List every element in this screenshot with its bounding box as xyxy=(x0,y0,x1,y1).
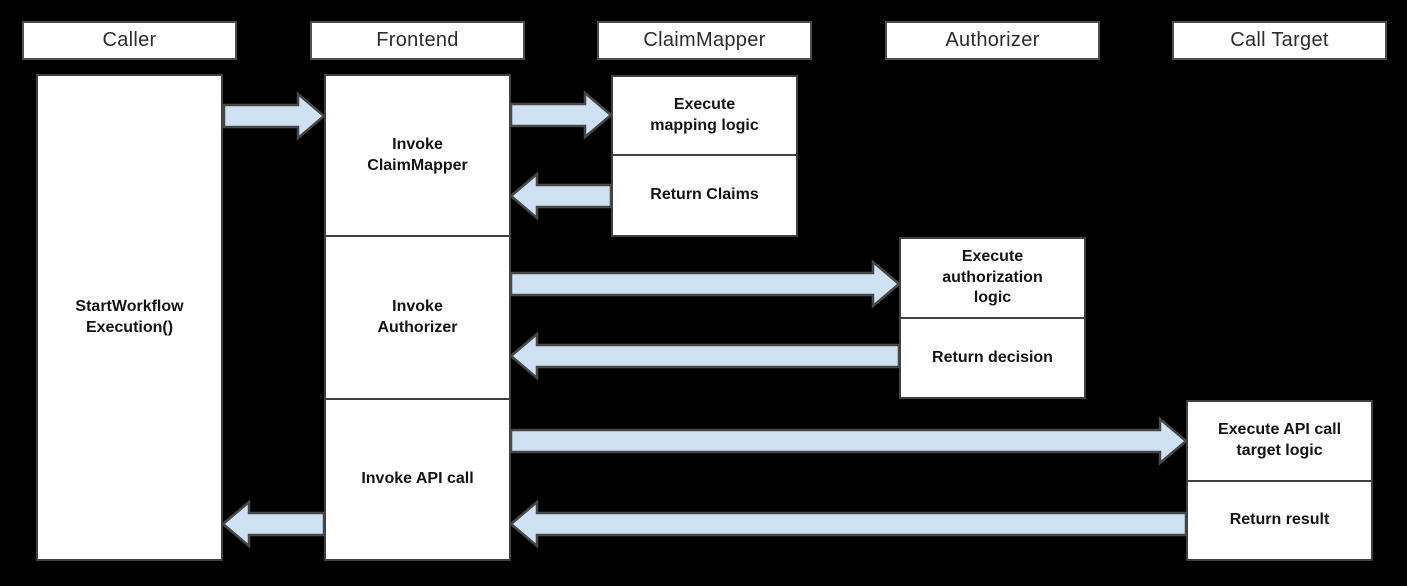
lane-header-frontend-label: Frontend xyxy=(376,29,459,51)
lane-header-claimmapper: ClaimMapper xyxy=(597,21,812,60)
arrow-call-target-to-frontend xyxy=(509,499,1188,549)
lane-header-call-target: Call Target xyxy=(1172,21,1387,60)
activity-execute-authorization-logic: Execute authorization logic xyxy=(899,237,1086,319)
lane-header-caller: Caller xyxy=(22,21,237,60)
lane-header-frontend: Frontend xyxy=(310,21,525,60)
activity-return-result-label: Return result xyxy=(1229,511,1330,529)
activity-return-decision-label: Return decision xyxy=(932,348,1053,366)
activity-return-result: Return result xyxy=(1186,480,1373,561)
activity-invoke-claimmapper: Invoke ClaimMapper xyxy=(324,74,511,237)
activity-return-decision: Return decision xyxy=(899,317,1086,399)
activity-execute-mapping-logic-label: Execute mapping logic xyxy=(650,95,759,134)
activity-startworkflow-execution: StartWorkflow Execution() xyxy=(36,74,223,561)
arrow-frontend-to-caller xyxy=(221,499,326,549)
activity-execute-authorization-logic-label: Execute authorization logic xyxy=(942,247,1043,307)
activity-return-claims: Return Claims xyxy=(611,154,798,237)
activity-execute-api-call-target-logic-label: Execute API call target logic xyxy=(1217,421,1342,459)
arrow-frontend-to-call-target xyxy=(509,416,1188,466)
activity-invoke-api-call-label: Invoke API call xyxy=(361,470,474,488)
activity-invoke-api-call: Invoke API call xyxy=(324,398,511,561)
arrow-claimmapper-to-frontend xyxy=(509,171,613,221)
arrow-authorizer-to-frontend xyxy=(509,331,901,381)
arrow-frontend-to-authorizer xyxy=(509,259,901,309)
lane-header-call-target-label: Call Target xyxy=(1230,29,1329,51)
activity-execute-mapping-logic: Execute mapping logic xyxy=(611,75,798,156)
activity-invoke-authorizer: Invoke Authorizer xyxy=(324,235,511,400)
activity-execute-api-call-target-logic: Execute API call target logic xyxy=(1186,400,1373,482)
lane-header-claimmapper-label: ClaimMapper xyxy=(643,29,766,51)
activity-invoke-authorizer-label: Invoke Authorizer xyxy=(377,297,458,336)
lane-header-authorizer-label: Authorizer xyxy=(945,29,1040,51)
activity-invoke-claimmapper-label: Invoke ClaimMapper xyxy=(367,135,468,174)
arrow-frontend-to-claimmapper xyxy=(509,90,613,140)
arrow-caller-to-frontend xyxy=(222,91,326,141)
activity-startworkflow-execution-label: StartWorkflow Execution() xyxy=(75,297,184,336)
lane-header-caller-label: Caller xyxy=(102,29,157,51)
activity-return-claims-label: Return Claims xyxy=(650,186,759,204)
lane-header-authorizer: Authorizer xyxy=(885,21,1100,60)
